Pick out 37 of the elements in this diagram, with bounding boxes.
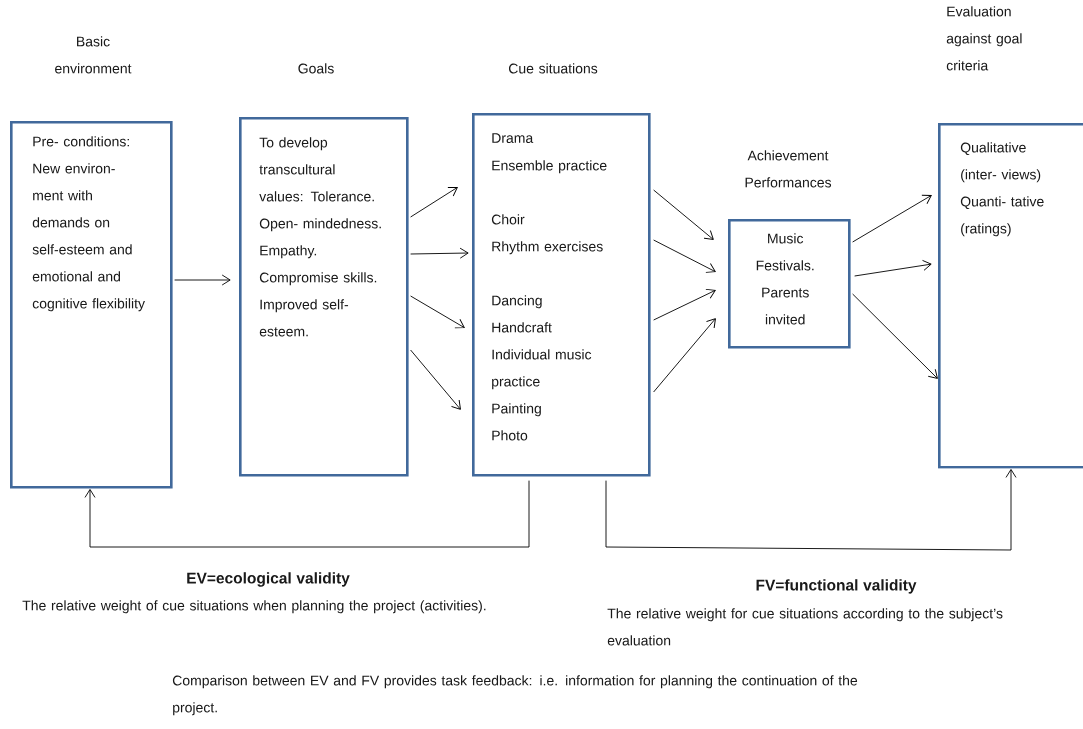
column-heading: Evaluation against goal criteria [946,6,1022,71]
arrow [410,349,461,410]
column-heading: Achievement Performances [745,150,832,188]
box-text: To develop transcultural values: Tolerance. Open- mindedness. Empathy. Compromise skills. Improved self-esteem. [259,137,381,337]
list-item: Choir [491,214,525,225]
arrow [174,274,231,286]
arrow [605,469,1017,551]
arrow [653,318,716,393]
arrow [852,194,932,243]
arrow [852,293,938,379]
heading: EV=ecological validity [187,572,350,587]
list-item: Individual music practice [492,349,592,390]
list-item: Painting [492,403,541,417]
heading: FV=functional validity [756,579,917,594]
arrow [854,259,932,277]
list-item: Ensemble practice [492,160,607,174]
column-heading: Basic environment [55,36,132,74]
list-item: Dancing [492,295,542,309]
arrow [410,295,465,329]
note: Comparison between EV and FV provides task feedback: i.e. information for planning the continuation of the project. [172,675,858,716]
arrow [653,189,714,240]
box-text: Pre- conditions: New environ- ment with demands on self-esteem and emotional and cognitive flexibility [32,136,145,312]
column-heading: Cue situations [508,63,598,74]
arrow [410,187,458,218]
list-item: Photo [492,430,528,441]
list-item: Drama [492,133,534,143]
box-text: Music Festivals. Parents invited [756,233,814,325]
arrow [84,480,530,548]
list-item: Rhythm exercises [492,241,603,255]
arrow [653,288,716,321]
list-item: Handcraft [492,322,552,333]
note: The relative weight of cue situations when planning the project (activities). [22,600,486,614]
arrow [410,247,469,259]
box-text: Qualitative (inter- views) Quanti- tative (ratings) [960,142,1044,237]
column-heading: Goals [298,63,334,74]
arrow [653,239,716,273]
note: The relative weight for cue situations according to the subject’s evaluation [607,608,1003,646]
